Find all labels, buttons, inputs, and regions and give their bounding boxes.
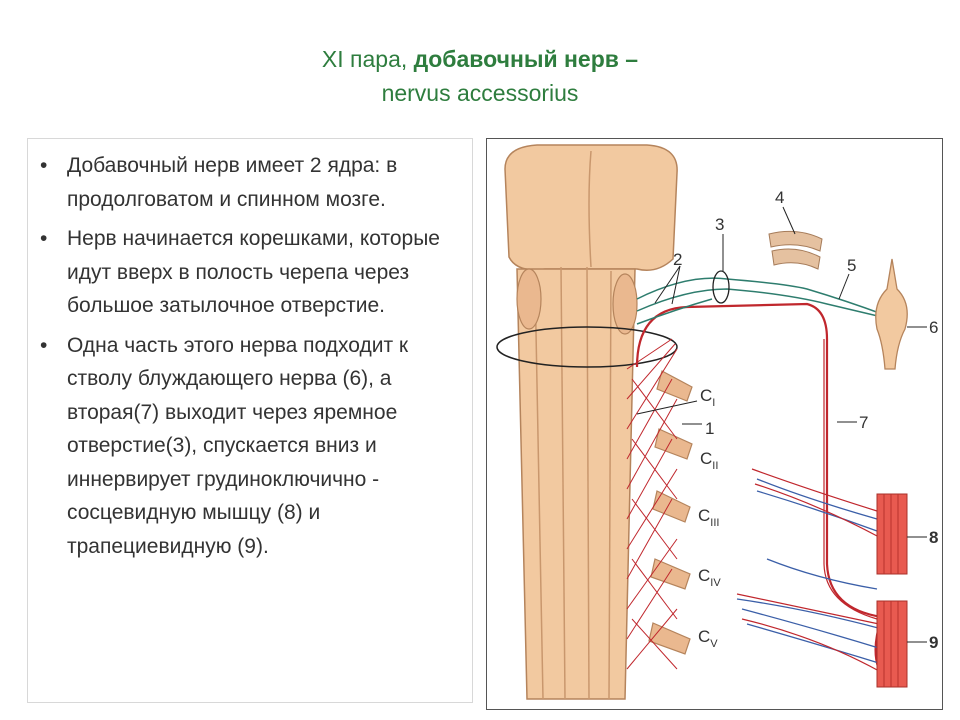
root-label-c5: CV [698, 627, 718, 650]
accessory-nerve-trunk [635, 302, 888, 685]
vagus-ganglion [875, 258, 908, 370]
root-label-c1: CI [700, 386, 715, 409]
anatomy-illustration: 2 3 4 5 6 7 1 8 9 CI CII CIII CIV CV [496, 144, 938, 700]
nerve-bundle-4 [768, 230, 823, 270]
vagus-branch [636, 277, 883, 325]
jugular-foramen [712, 270, 730, 304]
spinal-root-stubs [648, 370, 693, 655]
label-8: 8 [929, 528, 938, 547]
anatomy-figure: 2 3 4 5 6 7 1 8 9 CI CII CIII CIV CV [486, 138, 943, 710]
label-9: 9 [929, 633, 938, 652]
label-6: 6 [929, 318, 938, 337]
bullet-item: • Добавочный нерв имеет 2 ядра: в продолг… [40, 149, 462, 216]
bullet-item: • Нерв начинается корешками, которые идут… [40, 222, 462, 323]
accessory-rootlets [626, 338, 678, 670]
root-label-c4: CIV [698, 566, 721, 589]
bullet-item: • Одна часть этого нерва подходит к ствол… [40, 329, 462, 564]
cervical-root-labels: CI CII CIII CIV CV [698, 386, 721, 650]
label-1: 1 [705, 419, 714, 438]
bullet-dot: • [40, 154, 48, 177]
label-3: 3 [715, 215, 724, 234]
slide-title: XI пара, добавочный нерв – nervus access… [0, 42, 960, 110]
brainstem [504, 144, 678, 700]
leader-lines [636, 206, 927, 643]
title-bold: добавочный нерв – [413, 46, 639, 72]
bullet-list: • Добавочный нерв имеет 2 ядра: в продолг… [28, 139, 472, 563]
bullet-dot: • [40, 333, 48, 357]
bullet-dot: • [40, 227, 48, 250]
bullet-text: Одна часть этого нерва подходит к стволу… [67, 333, 409, 558]
bullet-text: Нерв начинается корешками, которые идут … [67, 227, 440, 317]
title-line-1: XI пара, добавочный нерв – [0, 42, 960, 76]
label-4: 4 [775, 188, 784, 207]
bullet-text: Добавочный нерв имеет 2 ядра: в продолго… [67, 154, 398, 211]
root-label-c2: CII [700, 449, 718, 472]
title-prefix: XI пара, [321, 46, 414, 72]
trapezius-muscle [876, 600, 908, 688]
foramen-ring [496, 326, 678, 368]
title-line-2: nervus accessorius [381, 80, 579, 106]
label-7: 7 [859, 413, 868, 432]
text-box: • Добавочный нерв имеет 2 ядра: в продолг… [27, 138, 473, 703]
label-2: 2 [673, 250, 682, 269]
sternocleidomastoid-muscle [876, 493, 908, 575]
label-5: 5 [847, 256, 856, 275]
blue-nerves [736, 478, 883, 665]
root-label-c3: CIII [698, 506, 719, 529]
red-branches [736, 468, 880, 672]
